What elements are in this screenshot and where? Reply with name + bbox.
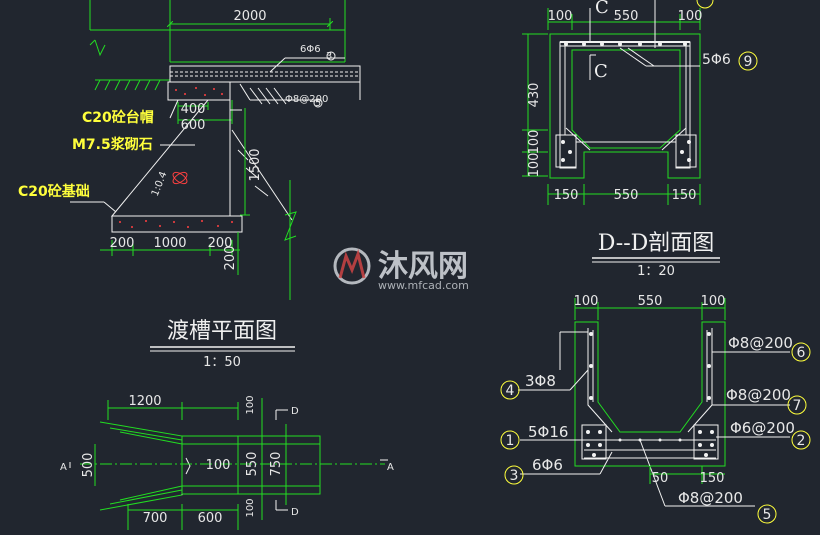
dim-footing-height: 200 xyxy=(223,246,238,271)
watermark-url: www.mfcad.com xyxy=(378,279,469,292)
c-dim-top-mid: 550 xyxy=(638,294,663,309)
rebar-1-label: 5Φ16 xyxy=(528,423,568,441)
rebar-1-mark: 1 xyxy=(506,433,515,449)
label-footing: C20砼基础 xyxy=(18,183,90,200)
rebar-4-label: 3Φ8 xyxy=(525,372,556,390)
rebar-6-mark: 6 xyxy=(797,345,806,361)
footing-aggregate xyxy=(119,220,233,228)
dd-dim-430: 430 xyxy=(527,83,542,108)
plan-dim-v550: 550 xyxy=(245,452,260,477)
section-d-bottom: D xyxy=(291,507,299,518)
rebar-5-mark: 5 xyxy=(763,507,772,523)
dd-dim-100a: 100 xyxy=(527,130,542,155)
rebar-7-label: Φ8@200 xyxy=(726,386,791,404)
plan-title: 渡槽平面图 xyxy=(167,319,277,344)
plan-dim-500: 500 xyxy=(81,453,96,478)
c-dim-top-right: 100 xyxy=(701,294,726,309)
label-cap: C20砼台帽 xyxy=(82,109,154,126)
plan-dim-1200: 1200 xyxy=(128,394,161,409)
dim-bottom-right: 200 xyxy=(208,236,233,251)
dd-dim-top-mid: 550 xyxy=(614,9,639,24)
ground-hatch xyxy=(94,79,170,91)
section-a-right: A xyxy=(387,462,394,473)
slope-label: 1:0.4 xyxy=(150,170,170,198)
plan-dim-v100b: 100 xyxy=(245,498,256,517)
dd-dim-top-left: 100 xyxy=(548,9,573,24)
watermark-brand: 沐风网 xyxy=(378,249,468,284)
dd-dim-100b: 100 xyxy=(527,153,542,178)
c-dim-top-left: 100 xyxy=(574,294,599,309)
dim-1500: 1500 xyxy=(248,148,263,181)
rebar-3-mark: 3 xyxy=(510,468,519,484)
elevation-view xyxy=(70,0,361,352)
dim-600: 600 xyxy=(181,118,206,133)
c-dim-bot-50: 50 xyxy=(652,471,669,486)
section-a-left: A xyxy=(60,462,67,473)
section-dd-view xyxy=(522,0,758,263)
dd-section-c-mid: C xyxy=(594,61,608,82)
dd-dim-top-right: 100 xyxy=(678,9,703,24)
dd-rebar-mark: 9 xyxy=(744,54,753,70)
plan-dim-750: 750 xyxy=(269,452,284,477)
plan-dim-100: 100 xyxy=(206,458,231,473)
rebar-7-mark: 7 xyxy=(793,398,802,414)
plan-scale: 1：50 xyxy=(203,355,241,370)
rebar-dots-c xyxy=(586,332,714,457)
rebar-dots-dd xyxy=(561,42,691,162)
dd-title: D--D剖面图 xyxy=(598,231,715,256)
dd-scale: 1：20 xyxy=(637,264,675,279)
stirrup-mark: 5 xyxy=(315,98,321,109)
watermark-logo-icon xyxy=(333,247,371,285)
rebar-2-mark: 2 xyxy=(797,433,806,449)
dim-2000: 2000 xyxy=(233,9,266,24)
stirrup-label: Φ8@200 xyxy=(285,94,328,105)
plan-dim-600: 600 xyxy=(198,511,223,526)
rebar-5-label: Φ8@200 xyxy=(678,489,743,507)
dim-bottom-left: 200 xyxy=(110,236,135,251)
rebar-label-top: 6Φ6 xyxy=(300,44,321,55)
rebar-mark-top: 3 xyxy=(326,51,332,62)
plan-dim-v100a: 100 xyxy=(245,395,256,414)
label-masonry: M7.5浆砌石 xyxy=(72,136,153,153)
dim-bottom-mid: 1000 xyxy=(153,236,186,251)
dim-400: 400 xyxy=(181,102,206,117)
section-d-top: D xyxy=(291,406,299,417)
dd-dim-bot-left: 150 xyxy=(554,188,579,203)
dd-dim-bot-mid: 550 xyxy=(614,188,639,203)
dd-section-c-top: C xyxy=(595,0,609,18)
section-c-view xyxy=(500,298,811,524)
dd-dim-bot-right: 150 xyxy=(672,188,697,203)
rebar-4-mark: 4 xyxy=(506,383,515,399)
c-dim-bot-150: 150 xyxy=(700,471,725,486)
plan-dim-700: 700 xyxy=(143,511,168,526)
plan-view xyxy=(69,398,388,530)
rebar-2-label: Φ6@200 xyxy=(730,419,795,437)
rebar-6-label: Φ8@200 xyxy=(728,334,793,352)
cap-aggregate xyxy=(175,87,223,96)
stone-symbol xyxy=(172,171,188,185)
rebar-3-label: 6Φ6 xyxy=(532,456,563,474)
dd-rebar-label: 5Φ6 xyxy=(702,52,731,68)
